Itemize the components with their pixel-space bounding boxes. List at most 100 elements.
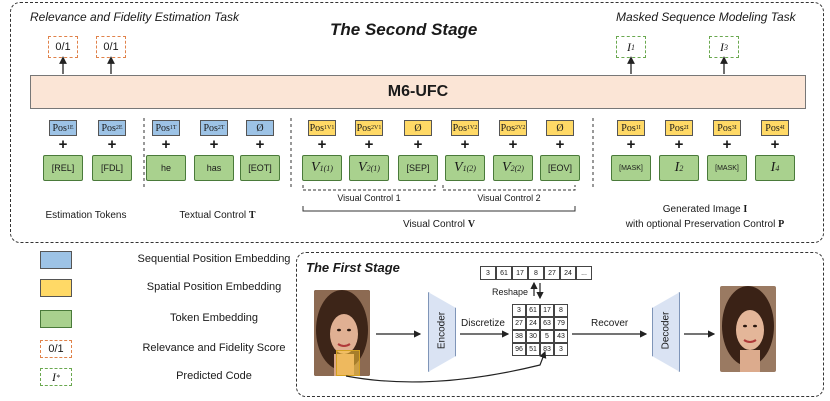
grid-cell: 17	[540, 304, 554, 317]
discretize-label: Discretize	[461, 318, 505, 329]
predicted-swatch: I*	[40, 368, 72, 386]
plus-icon: +	[722, 136, 732, 153]
plus-icon: +	[508, 136, 518, 153]
grid-cell: 5	[540, 330, 554, 343]
token-eot: [EOT]	[240, 155, 280, 181]
textual-control-label: Textual Control T	[179, 210, 256, 221]
legend-label: Relevance and Fidelity Score	[142, 342, 286, 354]
plus-icon: +	[58, 136, 68, 153]
output-face-image	[720, 286, 776, 372]
sequence-cell: 17	[512, 266, 528, 280]
estimation-tokens-label: Estimation Tokens	[45, 210, 127, 221]
plus-icon: +	[209, 136, 219, 153]
group-separators	[143, 118, 594, 212]
grid-cell: 51	[526, 343, 540, 356]
plus-icon: +	[161, 136, 171, 153]
token-swatch	[40, 310, 72, 328]
sequence-cell: 27	[544, 266, 560, 280]
plus-icon: +	[674, 136, 684, 153]
output-arrows	[59, 56, 728, 74]
grid-cell: 61	[526, 304, 540, 317]
token-mask-3: [MASK]	[707, 155, 747, 181]
grid-cell: 27	[512, 317, 526, 330]
decoder-label: Decoder	[660, 311, 672, 350]
sequence-cell: ...	[576, 266, 592, 280]
visual-control-1-label: Visual Control 1	[337, 193, 401, 203]
input-face-image	[314, 290, 370, 376]
m6-ufc-model-bar: M6-UFC	[30, 75, 806, 109]
plus-icon: +	[770, 136, 780, 153]
legend-label: Token Embedding	[169, 312, 259, 324]
legend-label: Predicted Code	[176, 370, 252, 382]
visual-control-2-label: Visual Control 2	[477, 193, 541, 203]
pos-empty-text: Ø	[246, 120, 274, 136]
face-icon	[720, 286, 776, 372]
encoder-label: Encoder	[436, 311, 448, 350]
grid-cell: 24	[526, 317, 540, 330]
plus-icon: +	[413, 136, 423, 153]
grid-cell: 96	[512, 343, 526, 356]
sequence-cell: 61	[496, 266, 512, 280]
sequence-cell: 3	[480, 266, 496, 280]
token-fdl: [FDL]	[92, 155, 132, 181]
grid-cell: 3	[512, 304, 526, 317]
score-swatch: 0/1	[40, 340, 72, 358]
visual-control-label: Visual Control V	[402, 219, 476, 230]
grid-cell: 79	[554, 317, 568, 330]
grid-cell: 43	[554, 330, 568, 343]
plus-icon: +	[107, 136, 117, 153]
grid-cell: 3	[554, 343, 568, 356]
recover-label: Recover	[591, 318, 629, 329]
legend-label: Sequential Position Embedding	[137, 253, 291, 265]
token-sep: [SEP]	[398, 155, 438, 181]
patch-highlight	[336, 350, 360, 376]
decoder-block	[652, 292, 680, 372]
plus-icon: +	[555, 136, 565, 153]
grid-cell: 83	[540, 343, 554, 356]
token-rel: [REL]	[43, 155, 83, 181]
pos-empty-sep: Ø	[404, 120, 432, 136]
spatial-swatch	[40, 279, 72, 297]
token-sequence: 3 61 17 8 27 24 ...	[480, 266, 592, 280]
token-mask-1: [MASK]	[611, 155, 651, 181]
grid-cell: 38	[512, 330, 526, 343]
second-stage-title: The Second Stage	[330, 20, 478, 39]
reshape-label: Reshape	[492, 287, 529, 297]
sequence-cell: 8	[528, 266, 544, 280]
grid-cell: 63	[540, 317, 554, 330]
sequential-swatch	[40, 251, 72, 269]
preservation-control-label: with optional Preservation Control P	[625, 219, 785, 230]
plus-icon: +	[626, 136, 636, 153]
code-grid: 3 61 17 8 27 24 63 79 38 30 5 43 96 51 8…	[512, 304, 568, 356]
plus-icon: +	[364, 136, 374, 153]
legend-label: Spatial Position Embedding	[146, 281, 282, 293]
token-he: he	[146, 155, 186, 181]
first-stage-title: The First Stage	[306, 260, 400, 275]
grid-cell: 30	[526, 330, 540, 343]
right-task-title: Masked Sequence Modeling Task	[616, 10, 796, 24]
grid-cell: 8	[554, 304, 568, 317]
token-has: has	[194, 155, 234, 181]
left-task-title: Relevance and Fidelity Estimation Task	[30, 10, 239, 24]
plus-icon: +	[255, 136, 265, 153]
model-name: M6-UFC	[387, 83, 449, 100]
first-stage-panel	[296, 252, 824, 397]
plus-icon: +	[460, 136, 470, 153]
